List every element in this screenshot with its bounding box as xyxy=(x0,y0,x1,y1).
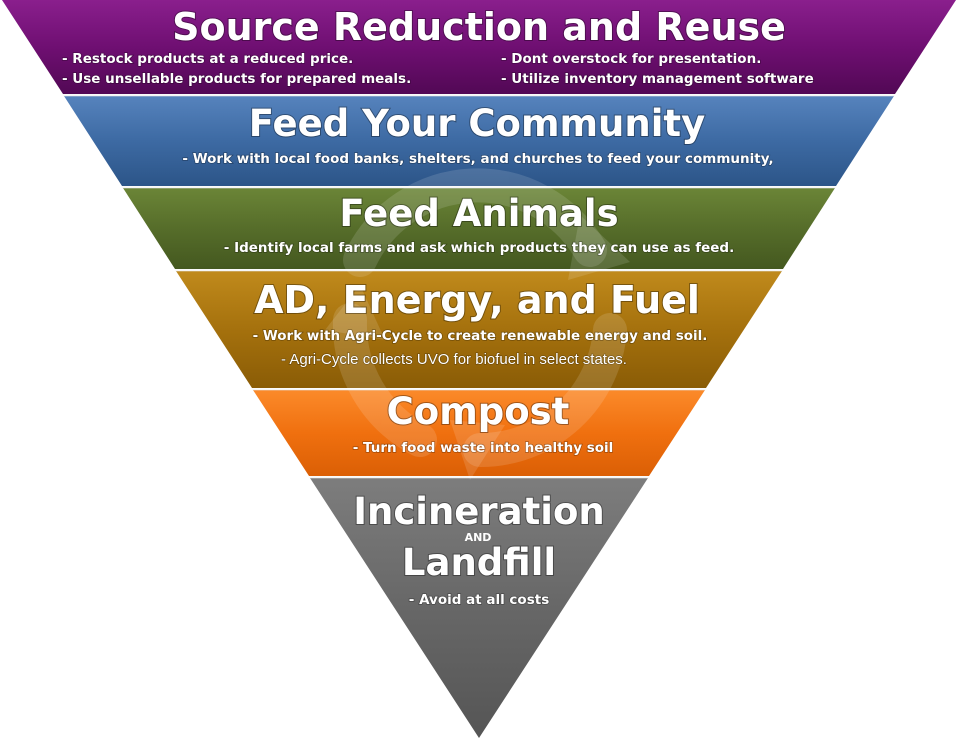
tier-source-note-overstock: - Dont overstock for presentation. xyxy=(501,51,761,67)
tier-landfill-title-landfill: Landfill xyxy=(402,541,556,584)
tier-energy-note-uvo-biofuel: - Agri-Cycle collects UVO for biofuel in… xyxy=(281,351,627,368)
tier-energy-title: AD, Energy, and Fuel xyxy=(254,278,700,322)
tier-landfill-note: - Avoid at all costs xyxy=(409,592,549,608)
tier-animals-note: - Identify local farms and ask which pro… xyxy=(224,240,734,256)
tier-separators xyxy=(63,94,895,479)
tier-source-reduction-title: Source Reduction and Reuse xyxy=(172,5,786,49)
tier-feed-animals-title: Feed Animals xyxy=(339,192,618,235)
tier-landfill-and-word: AND xyxy=(465,531,492,544)
tier-feed-community-title: Feed Your Community xyxy=(249,102,705,145)
tier-feed-community-band xyxy=(64,96,894,186)
tier-source-note-inventory-software: - Utilize inventory management software xyxy=(501,71,814,87)
tier-source-note-prepared-meals: - Use unsellable products for prepared m… xyxy=(62,71,411,87)
tier-source-reduction-band xyxy=(2,0,956,94)
tier-compost-band xyxy=(253,390,705,476)
tier-feed-animals-band xyxy=(123,188,835,269)
tier-energy-band xyxy=(176,271,782,388)
recycle-watermark-icon xyxy=(332,168,627,468)
tier-landfill-title-incineration: Incineration xyxy=(353,490,605,533)
tier-compost-title: Compost xyxy=(387,390,570,433)
tier-landfill-band xyxy=(310,478,648,738)
tier-compost-note: - Turn food waste into healthy soil xyxy=(353,440,614,456)
tier-energy-note-agri-cycle: - Work with Agri-Cycle to create renewab… xyxy=(253,328,708,344)
tier-source-note-restock: - Restock products at a reduced price. xyxy=(62,51,353,67)
recycle-arrowheads xyxy=(325,215,630,480)
tier-community-note: - Work with local food banks, shelters, … xyxy=(182,151,773,167)
